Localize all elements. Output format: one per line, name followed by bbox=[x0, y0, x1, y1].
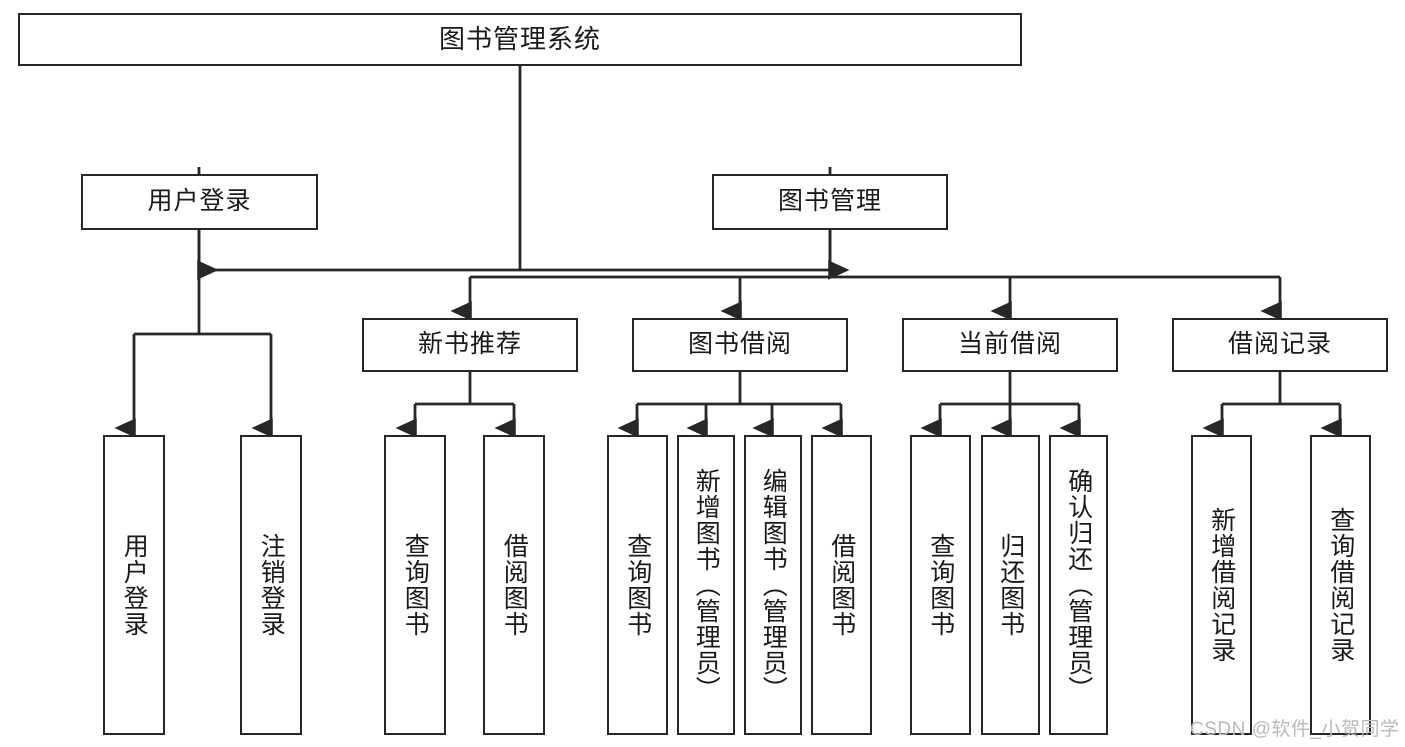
node-book-management[interactable]: 图书管理 bbox=[712, 174, 948, 230]
node-label: 借阅记录 bbox=[1227, 330, 1332, 359]
node-leaf-borrow-book-recommend[interactable]: 借阅图书 bbox=[483, 435, 545, 735]
node-leaf-add-borrow-record[interactable]: 新增借阅记录 bbox=[1191, 435, 1252, 735]
node-label: 借阅图书 bbox=[827, 533, 856, 637]
node-label: 确认归还（管理员） bbox=[1064, 468, 1093, 702]
node-leaf-add-book-admin[interactable]: 新增图书（管理员） bbox=[677, 435, 735, 735]
node-user-login[interactable]: 用户登录 bbox=[81, 174, 318, 230]
node-leaf-logout[interactable]: 注销登录 bbox=[240, 435, 302, 735]
node-leaf-query-book-borrow[interactable]: 查询图书 bbox=[607, 435, 668, 735]
node-label: 编辑图书（管理员） bbox=[759, 468, 788, 702]
node-current-borrow[interactable]: 当前借阅 bbox=[902, 318, 1118, 372]
node-label: 借阅图书 bbox=[500, 533, 529, 637]
node-label: 查询图书 bbox=[623, 533, 652, 637]
node-new-book-recommend[interactable]: 新书推荐 bbox=[362, 318, 578, 372]
node-leaf-query-book-recommend[interactable]: 查询图书 bbox=[384, 435, 446, 735]
node-label: 查询图书 bbox=[401, 533, 430, 637]
node-label: 当前借阅 bbox=[957, 330, 1062, 359]
node-label: 图书借阅 bbox=[687, 330, 792, 359]
node-label: 用户登录 bbox=[147, 187, 252, 216]
node-label: 新书推荐 bbox=[417, 330, 522, 359]
node-root-system[interactable]: 图书管理系统 bbox=[18, 13, 1022, 66]
node-label: 查询图书 bbox=[926, 533, 955, 637]
node-leaf-user-login[interactable]: 用户登录 bbox=[103, 435, 165, 735]
node-leaf-edit-book-admin[interactable]: 编辑图书（管理员） bbox=[744, 435, 802, 735]
node-label: 图书管理系统 bbox=[438, 24, 601, 55]
node-leaf-borrow-book[interactable]: 借阅图书 bbox=[811, 435, 872, 735]
node-leaf-query-book-current[interactable]: 查询图书 bbox=[910, 435, 971, 735]
node-leaf-query-borrow-record[interactable]: 查询借阅记录 bbox=[1310, 435, 1371, 735]
node-leaf-confirm-return-admin[interactable]: 确认归还（管理员） bbox=[1049, 435, 1108, 735]
node-label: 新增图书（管理员） bbox=[692, 468, 721, 702]
node-label: 注销登录 bbox=[257, 533, 286, 637]
node-label: 图书管理 bbox=[777, 187, 882, 216]
node-label: 查询借阅记录 bbox=[1326, 507, 1355, 663]
node-borrow-records[interactable]: 借阅记录 bbox=[1172, 318, 1388, 372]
node-label: 归还图书 bbox=[996, 533, 1025, 637]
node-leaf-return-book[interactable]: 归还图书 bbox=[981, 435, 1040, 735]
csdn-watermark: CSDN @软件_小贺同学 bbox=[1190, 719, 1400, 740]
node-label: 用户登录 bbox=[120, 533, 149, 637]
node-book-borrow[interactable]: 图书借阅 bbox=[632, 318, 848, 372]
node-label: 新增借阅记录 bbox=[1207, 507, 1236, 663]
